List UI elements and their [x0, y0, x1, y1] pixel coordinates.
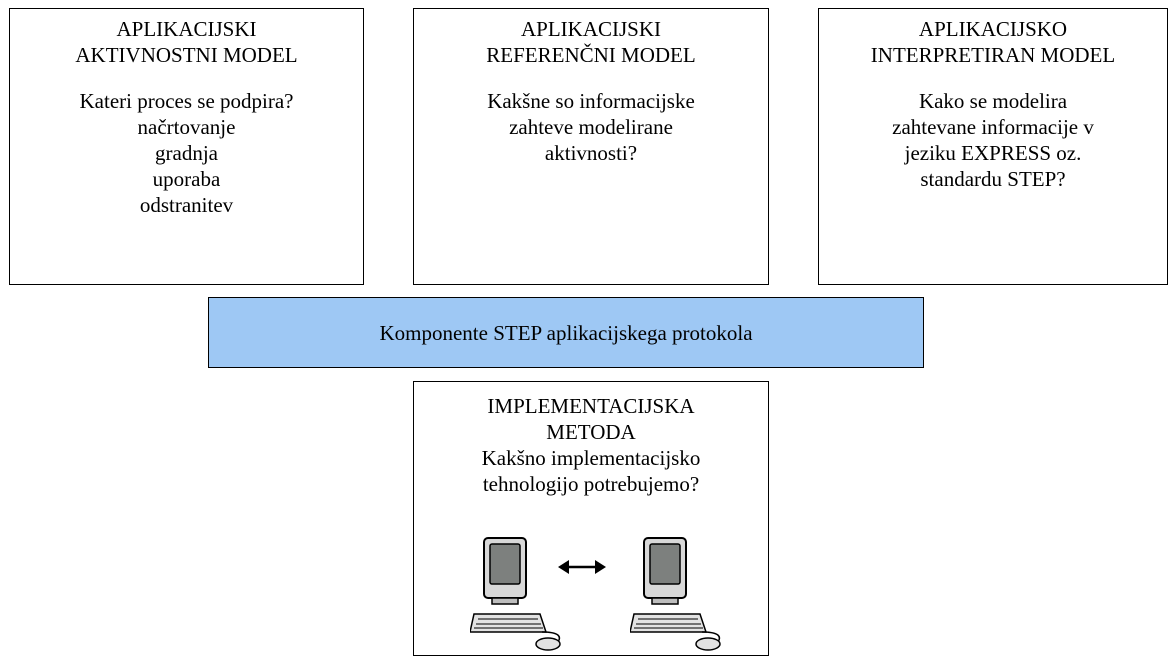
reference-model-text: Kakšne so informacijske zahteve modelira… [487, 89, 695, 165]
reference-model-title: APLIKACIJSKI REFERENČNI MODEL [486, 17, 696, 67]
reference-model-box: APLIKACIJSKI REFERENČNI MODEL Kakšne so … [413, 8, 769, 285]
interpreted-model-box: APLIKACIJSKO INTERPRETIRAN MODEL Kako se… [818, 8, 1168, 285]
computer-icon [630, 537, 721, 651]
activity-model-box: APLIKACIJSKI AKTIVNOSTNI MODEL Kateri pr… [9, 8, 364, 285]
implementation-method-box: IMPLEMENTACIJSKA METODA Kakšno implement… [413, 381, 769, 656]
activity-model-text: Kateri proces se podpira? načrtovanje gr… [79, 89, 294, 217]
computer-icon [470, 537, 561, 651]
interpreted-model-text: Kako se modelira zahtevane informacije v… [892, 89, 1094, 191]
components-label: Komponente STEP aplikacijskega protokola [379, 320, 753, 345]
activity-model-title: APLIKACIJSKI AKTIVNOSTNI MODEL [75, 17, 298, 67]
components-box: Komponente STEP aplikacijskega protokola [208, 297, 924, 368]
implementation-method-title: IMPLEMENTACIJSKA METODA [487, 394, 695, 444]
bidirectional-arrow-icon [558, 560, 606, 574]
interpreted-model-title: APLIKACIJSKO INTERPRETIRAN MODEL [870, 17, 1116, 67]
implementation-method-text: Kakšno implementacijsko tehnologijo potr… [481, 446, 701, 496]
